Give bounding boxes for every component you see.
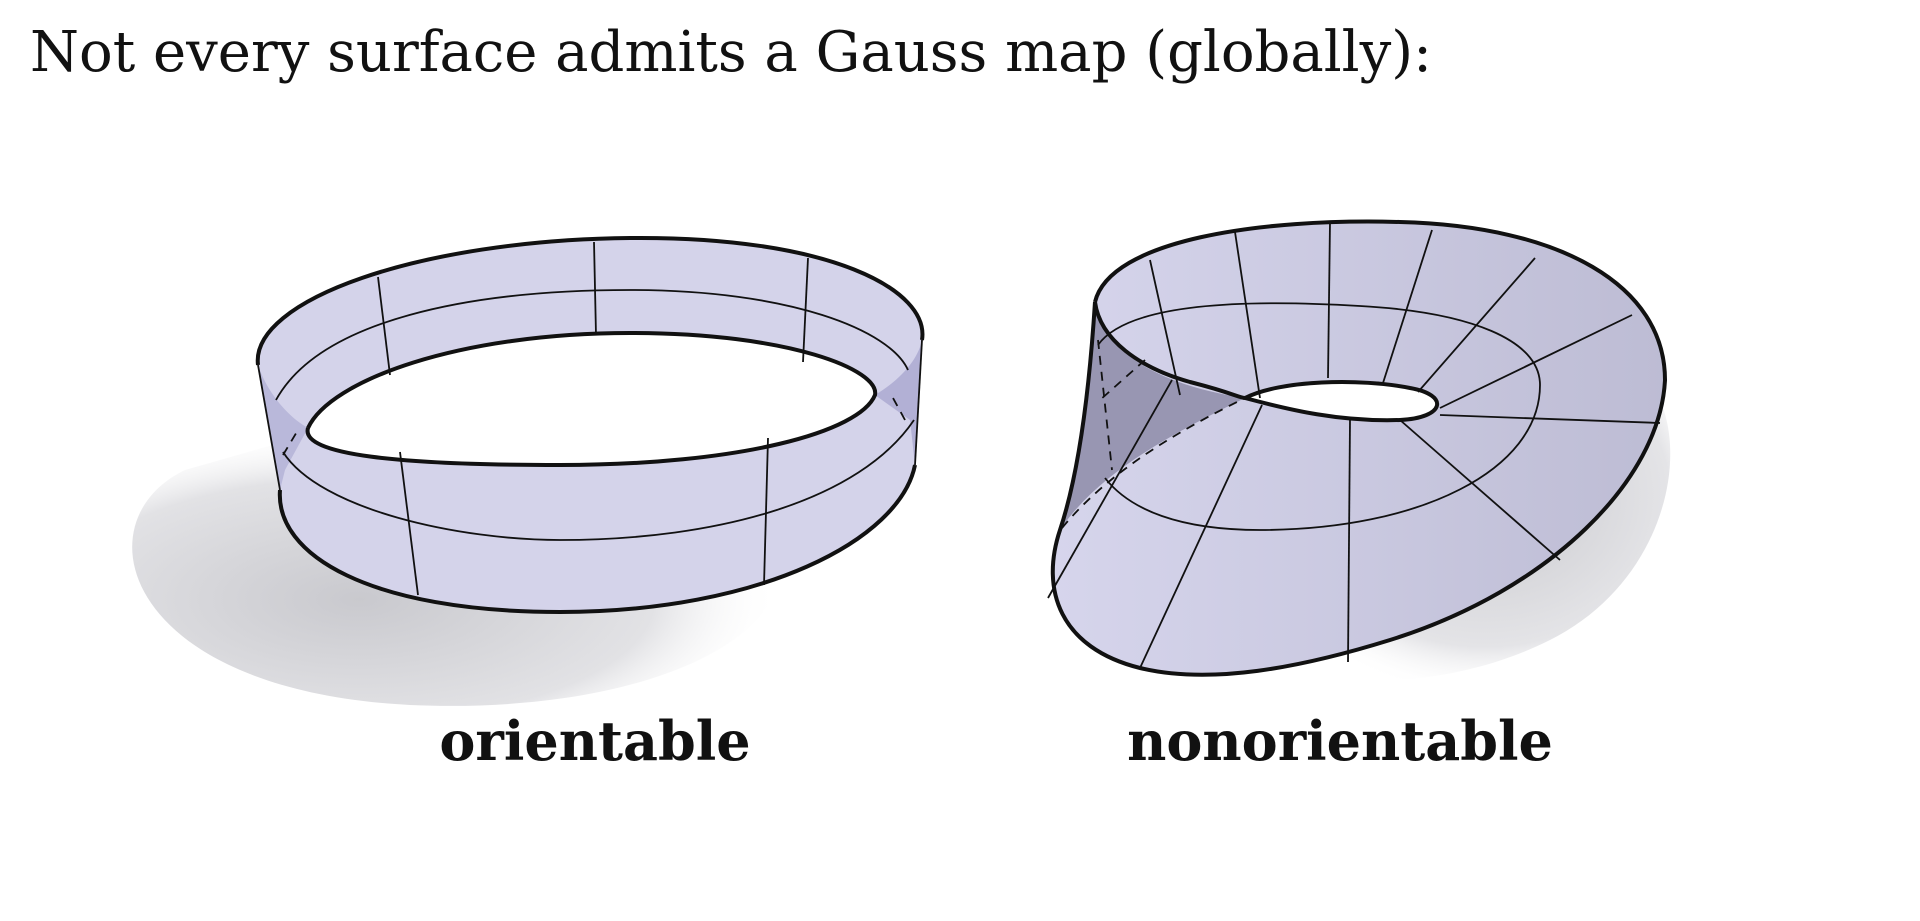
mobius-hidden-edge	[1097, 339, 1113, 471]
orientable-ruling	[399, 451, 419, 596]
mobius-surface	[1052, 221, 1665, 675]
orientable-ruling	[763, 437, 769, 586]
mobius-inner-rim	[1093, 301, 1440, 423]
mobius-ruling	[1327, 221, 1331, 379]
orientable-ruling	[593, 241, 597, 336]
mobius-band-figure	[1047, 219, 1671, 681]
orientable-opening	[307, 333, 876, 465]
mobius-hidden-edge	[1061, 397, 1246, 529]
mobius-hole	[1245, 382, 1438, 421]
caption-orientable: orientable	[439, 709, 751, 773]
orientable-right-side	[875, 340, 922, 465]
mobius-midline	[1097, 302, 1541, 531]
orientable-left-edge	[257, 364, 281, 491]
orientable-ruling	[802, 257, 809, 363]
mobius-ruling	[1417, 257, 1536, 393]
mobius-ruling	[1382, 229, 1433, 384]
mobius-ruling	[1439, 414, 1661, 424]
mobius-ruling	[1399, 419, 1561, 561]
mobius-ruling	[1047, 379, 1173, 599]
orientable-ruling	[377, 276, 391, 376]
orientable-midline-back	[275, 289, 909, 401]
orientable-midline-front	[282, 419, 915, 541]
mobius-outer-rim	[1050, 219, 1668, 677]
orientable-right-edge	[914, 339, 923, 466]
mobius-ruling	[1139, 404, 1263, 669]
orientable-top-rim	[255, 235, 925, 366]
orientable-left-side	[258, 365, 308, 490]
orientable-hidden-edge	[892, 397, 906, 421]
orientable-bottom-rim	[277, 464, 917, 615]
orientable-hidden-edge	[282, 429, 299, 456]
orientable-opening-rim	[305, 330, 878, 468]
caption-nonorientable: nonorientable	[1127, 709, 1553, 773]
mobius-ruling	[1234, 231, 1261, 399]
mobius-hidden-edge	[1099, 359, 1146, 401]
orientable-band-figure	[132, 235, 925, 706]
mobius-ruling	[1439, 314, 1633, 409]
slide-title: Not every surface admits a Gauss map (gl…	[30, 20, 1432, 85]
mobius-ruling	[1149, 259, 1181, 396]
mobius-ruling	[1347, 419, 1351, 663]
